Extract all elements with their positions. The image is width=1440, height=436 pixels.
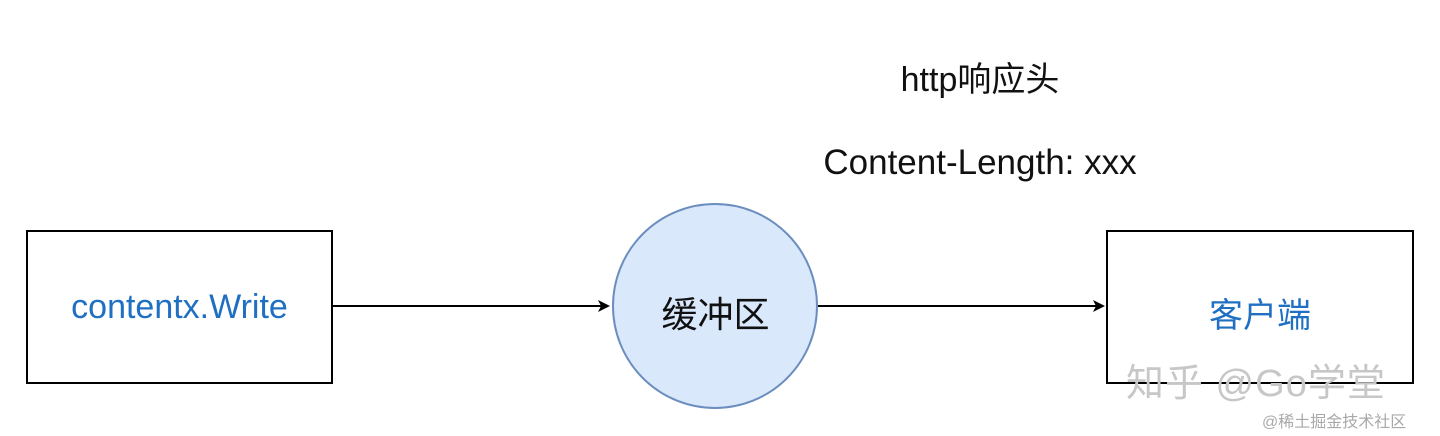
buffer-label: 缓冲区 (661, 294, 770, 335)
header-content-length: Content-Length: xxx (823, 143, 1137, 182)
watermark-text: 知乎 @Go学堂 (1126, 363, 1386, 405)
client-box (1106, 230, 1414, 384)
source-label: contentx.Write (71, 288, 288, 326)
client-label: 客户端 (1209, 297, 1311, 335)
buffer-circle (612, 203, 818, 409)
source-box (26, 230, 333, 384)
header-title: http响应头 (900, 61, 1060, 99)
attribution-text: @稀土掘金技术社区 (1262, 414, 1407, 431)
